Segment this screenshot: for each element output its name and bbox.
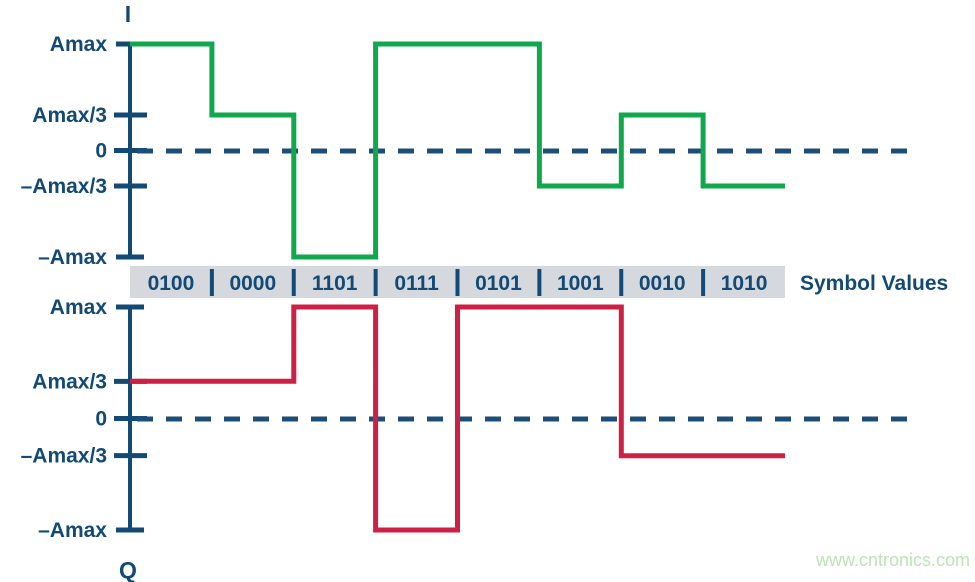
- symbol-dividers: [209, 269, 706, 296]
- symbol-value: 1010: [721, 272, 768, 295]
- symbol-value: 0000: [229, 272, 276, 295]
- axis-tick-label: –Amax/3: [21, 445, 107, 468]
- symbol-values-caption: Symbol Values: [800, 272, 948, 295]
- axis-tick-label: Amax: [50, 296, 108, 319]
- watermark-text: www.cntronics.com: [815, 550, 970, 570]
- axis-tick-label: –Amax: [38, 519, 107, 542]
- q-axis-name: Q: [119, 557, 137, 582]
- symbol-cells: 0100 0000 1101 0111 0101 1001 0010 1010: [148, 272, 768, 295]
- axis-tick-label: 0: [95, 140, 107, 163]
- symbol-value: 0010: [639, 272, 686, 295]
- q-waveform-trace: [130, 304, 785, 533]
- symbol-value: 1101: [312, 272, 358, 295]
- i-axis-name: I: [125, 1, 131, 27]
- axis-tick-label: –Amax/3: [21, 175, 107, 198]
- symbol-value: 0111: [394, 272, 439, 295]
- symbol-value: 0100: [148, 272, 195, 295]
- axis-tick-label: Amax/3: [32, 370, 107, 393]
- symbol-value: 1001: [557, 272, 604, 295]
- q-axis-ticks: [114, 304, 147, 533]
- axis-tick-label: –Amax: [38, 246, 107, 269]
- symbol-value: 0101: [475, 272, 522, 295]
- axis-tick-label: 0: [95, 408, 107, 431]
- i-waveform-trace: [130, 41, 785, 260]
- axis-tick-label: Amax/3: [32, 104, 107, 127]
- symbol-band: 0100 0000 1101 0111 0101 1001 0010 1010 Symbol …: [130, 266, 948, 298]
- axis-tick-label: Amax: [50, 33, 108, 56]
